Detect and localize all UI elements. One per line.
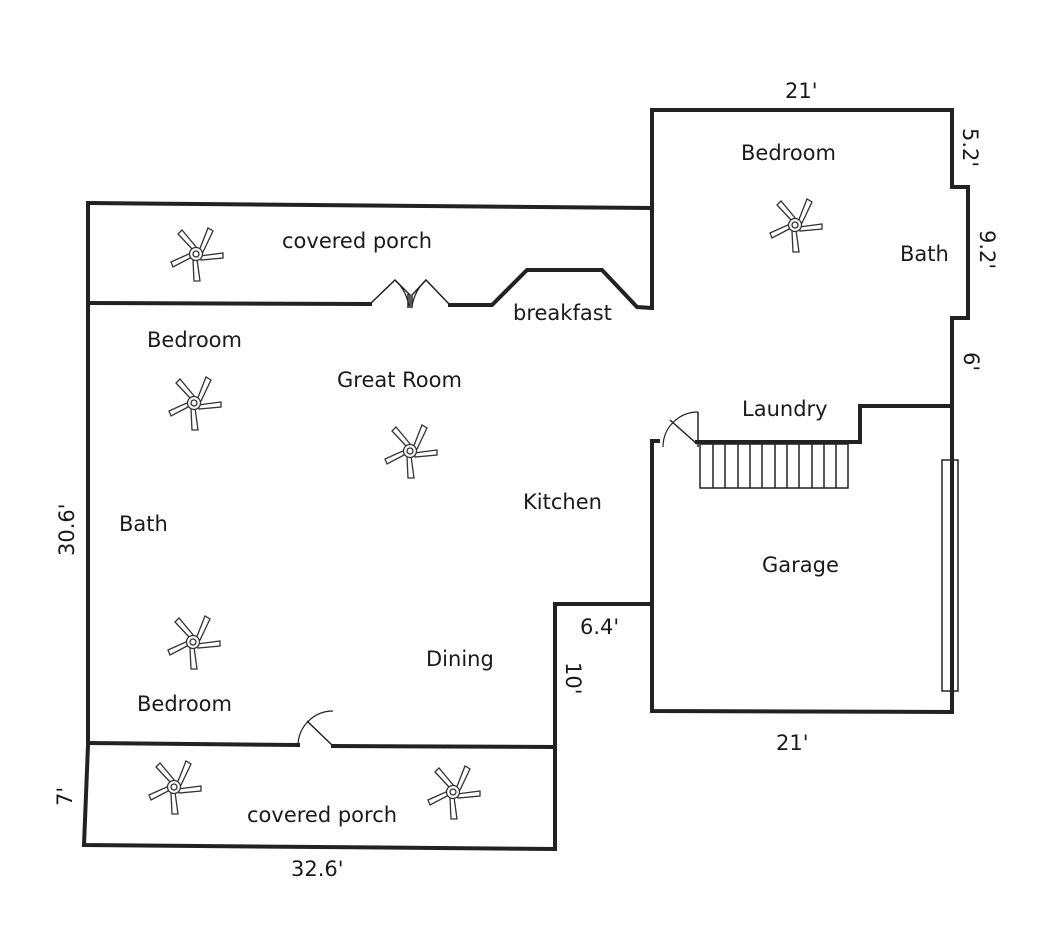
room-label-covered-porch-top: covered porch	[282, 229, 432, 253]
wall-porch-top-north	[85, 200, 655, 211]
dimension-right-middle: 9.2'	[975, 230, 999, 269]
ceiling-fan-icon	[167, 615, 221, 670]
room-label-great-room: Great Room	[337, 368, 462, 392]
dimension-step-height: 10'	[561, 662, 585, 695]
room-label-kitchen: Kitchen	[523, 490, 602, 514]
ceiling-fan-icon	[170, 227, 224, 282]
wall-dining-step	[553, 602, 654, 851]
ceiling-fan-icon	[168, 376, 222, 431]
room-label-breakfast: breakfast	[513, 301, 612, 325]
dimension-step-width: 6.4'	[580, 615, 619, 639]
dimension-right-lower: 6'	[959, 352, 983, 371]
garage-door-icon	[941, 459, 959, 692]
room-label-bedroom-upper-right: Bedroom	[741, 141, 836, 165]
staircase-icon	[699, 443, 849, 489]
ceiling-fan-icon	[769, 198, 823, 253]
room-label-covered-porch-bottom: covered porch	[247, 803, 397, 827]
wall-laundry	[695, 404, 954, 444]
room-label-dining: Dining	[426, 647, 494, 671]
room-label-bedroom-upper-left: Bedroom	[147, 328, 242, 352]
wall-porch-bottom-outer	[81, 742, 558, 852]
ceiling-fan-icon	[384, 424, 438, 479]
room-label-bedroom-lower-left: Bedroom	[137, 692, 232, 716]
dimension-left-height: 30.6'	[55, 503, 79, 556]
dimension-bottom-width: 32.6'	[291, 857, 344, 881]
wall-porch-bottom-north	[85, 740, 558, 750]
dimension-top-right-width: 21'	[785, 79, 818, 103]
ceiling-fan-icon	[427, 765, 481, 820]
ceiling-fan-icon	[148, 760, 202, 815]
room-label-bath-left: Bath	[119, 512, 168, 536]
french-doors-icon	[369, 278, 451, 308]
wall-porch-divider	[85, 268, 655, 311]
dimension-porch-depth: 7'	[53, 787, 77, 806]
room-label-laundry: Laundry	[742, 397, 828, 421]
door-swing-icon	[662, 411, 699, 448]
door-swing-icon	[297, 710, 334, 747]
dimension-right-upper: 5.2'	[958, 128, 982, 167]
room-label-bath-right: Bath	[900, 242, 949, 266]
wall-right-wing	[650, 108, 970, 409]
dimension-garage-width: 21'	[776, 731, 809, 755]
wall-garage	[650, 404, 954, 715]
room-label-garage: Garage	[762, 553, 839, 577]
walls	[81, 108, 970, 852]
